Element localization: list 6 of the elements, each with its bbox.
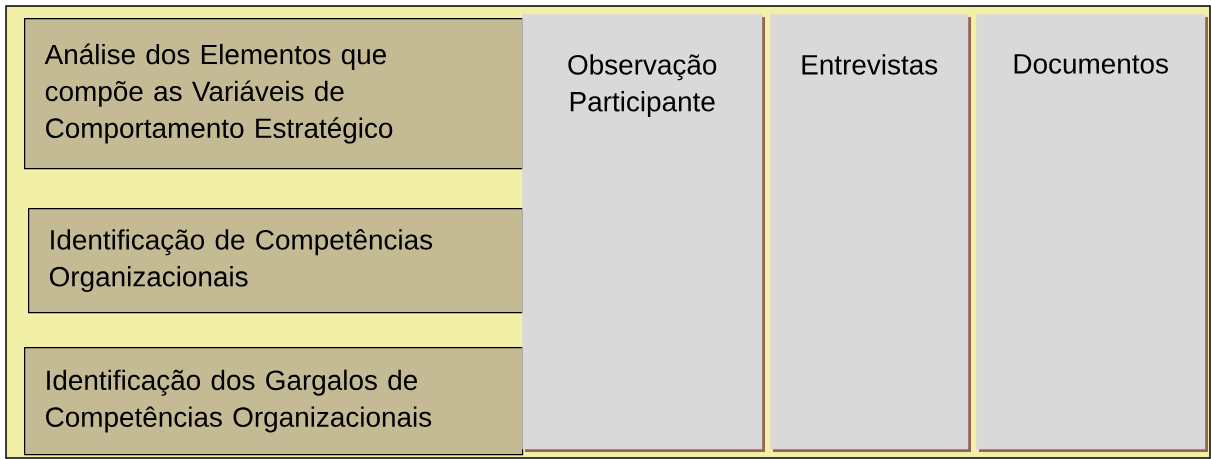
step-box: Identificação de Competências Organizacionais: [28, 208, 524, 314]
step-box: Identificação dos Gargalos de Competências Organizacionais: [24, 347, 524, 456]
method-column: Documentos: [976, 14, 1208, 452]
method-column: Entrevistas: [770, 14, 971, 452]
step-box: Análise dos Elementos que compõe as Variáveis de Comportamento Estratégico: [24, 18, 524, 170]
method-column: Observação Participante: [522, 14, 765, 452]
